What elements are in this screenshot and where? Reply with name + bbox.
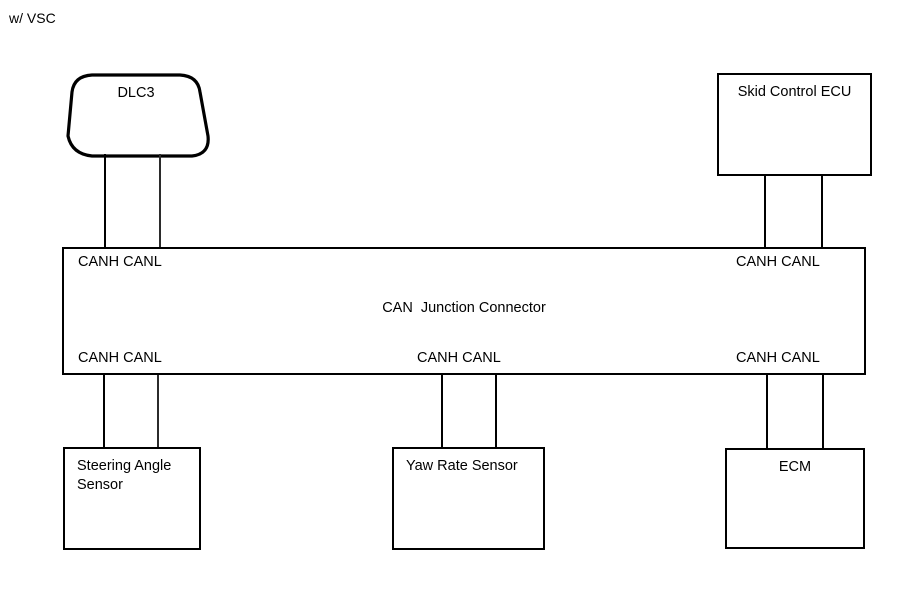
wire-yaw-rate-sensor-canl xyxy=(495,375,497,448)
wire-yaw-rate-sensor-canh xyxy=(441,375,443,448)
skid-control-ecu-label: Skid Control ECU xyxy=(737,84,852,100)
wire-steering-angle-sensor-canl xyxy=(157,375,159,448)
ecm-box: ECM xyxy=(725,448,865,549)
wire-skid-ecu-canl xyxy=(821,176,823,248)
can-junction-connector-box: CAN Junction Connector xyxy=(62,247,866,375)
yaw-rate-sensor-label: Yaw Rate Sensor xyxy=(406,458,518,474)
port-label-junction-top-left: CANH CANL xyxy=(78,254,162,270)
wire-dlc3-canh xyxy=(104,154,106,248)
can-junction-connector-label: CAN Junction Connector xyxy=(382,300,546,316)
dlc3-label: DLC3 xyxy=(117,85,155,101)
port-label-junction-top-right: CANH CANL xyxy=(736,254,820,270)
wire-dlc3-canl xyxy=(159,154,161,248)
wire-ecm-canh xyxy=(766,375,768,448)
steering-angle-sensor-box: Steering Angle Sensor xyxy=(63,447,201,550)
wire-skid-ecu-canh xyxy=(764,176,766,248)
wire-ecm-canl xyxy=(822,375,824,448)
steering-angle-sensor-label: Steering Angle Sensor xyxy=(77,458,172,493)
port-label-junction-bottom-center: CANH CANL xyxy=(417,350,501,366)
diagram-title: w/ VSC xyxy=(9,10,56,26)
port-label-junction-bottom-left: CANH CANL xyxy=(78,350,162,366)
skid-control-ecu-box: Skid Control ECU xyxy=(717,73,872,176)
port-label-junction-bottom-right: CANH CANL xyxy=(736,350,820,366)
wire-steering-angle-sensor-canh xyxy=(103,375,105,448)
dlc3-connector-shape xyxy=(58,72,214,160)
ecm-label: ECM xyxy=(778,459,812,475)
yaw-rate-sensor-box: Yaw Rate Sensor xyxy=(392,447,545,550)
